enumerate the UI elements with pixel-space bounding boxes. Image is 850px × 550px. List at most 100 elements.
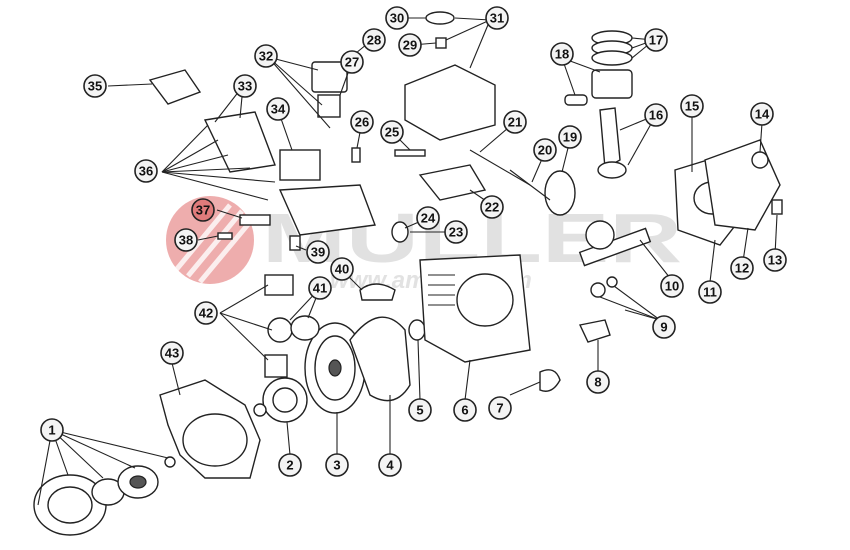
governor-part	[418, 164, 487, 201]
gear-part	[751, 151, 769, 169]
callout-37: 37	[191, 198, 215, 222]
svg-text:18: 18	[555, 47, 569, 62]
svg-text:21: 21	[508, 115, 522, 130]
callout-7: 7	[488, 396, 512, 420]
recoil-starter-part	[33, 456, 176, 536]
camshaft-part	[469, 149, 551, 201]
svg-text:22: 22	[485, 200, 499, 215]
callout-32: 32	[254, 44, 278, 68]
shroud-part	[349, 316, 411, 402]
callout-33: 33	[233, 74, 257, 98]
callout-29: 29	[398, 33, 422, 57]
callout-13: 13	[763, 248, 787, 272]
callout-25: 25	[380, 120, 404, 144]
callout-42: 42	[194, 301, 218, 325]
callout-18: 18	[550, 42, 574, 66]
callout-28: 28	[362, 28, 386, 52]
svg-text:15: 15	[685, 99, 699, 114]
callout-4: 4	[378, 453, 402, 477]
svg-text:2: 2	[286, 458, 293, 473]
valve-springs-part	[279, 149, 321, 181]
svg-text:3: 3	[333, 458, 340, 473]
svg-text:7: 7	[496, 401, 503, 416]
piston-part	[564, 69, 633, 106]
stud-part	[351, 147, 426, 163]
svg-text:37: 37	[196, 203, 210, 218]
rocker-arms-part	[203, 111, 276, 173]
carburetor-part	[311, 61, 348, 118]
spark-plug-part	[289, 235, 301, 251]
valve-cover-part	[148, 69, 202, 105]
svg-text:33: 33	[238, 79, 252, 94]
callout-17: 17	[644, 28, 668, 52]
callout-27: 27	[340, 50, 364, 74]
svg-text:28: 28	[367, 33, 381, 48]
svg-text:11: 11	[703, 285, 717, 300]
svg-text:42: 42	[199, 306, 213, 321]
callout-43: 43	[160, 341, 184, 365]
piston-rings-part	[591, 30, 633, 66]
callout-24: 24	[416, 206, 440, 230]
ignition-coil-part	[539, 369, 561, 392]
svg-text:27: 27	[345, 55, 359, 70]
svg-text:17: 17	[649, 33, 663, 48]
svg-text:29: 29	[403, 38, 417, 53]
callout-11: 11	[698, 280, 722, 304]
callout-31: 31	[485, 6, 509, 30]
starter-cup-part	[253, 377, 308, 423]
callout-14: 14	[750, 102, 774, 126]
switch-part	[578, 319, 611, 343]
connecting-rod-part	[597, 107, 627, 179]
svg-text:8: 8	[594, 375, 601, 390]
svg-text:10: 10	[665, 279, 679, 294]
svg-text:38: 38	[179, 233, 193, 248]
watermark-logo	[166, 196, 254, 284]
callout-34: 34	[266, 97, 290, 121]
crankcase-part	[419, 254, 531, 363]
callout-23: 23	[444, 220, 468, 244]
fuel-tank-part	[404, 11, 496, 141]
svg-text:26: 26	[355, 115, 369, 130]
callout-6: 6	[453, 398, 477, 422]
svg-text:31: 31	[490, 11, 504, 26]
svg-text:4: 4	[386, 458, 394, 473]
crank-cover-part	[704, 139, 781, 231]
svg-text:25: 25	[385, 125, 399, 140]
svg-text:40: 40	[335, 262, 349, 277]
svg-text:14: 14	[755, 107, 770, 122]
callout-2: 2	[278, 453, 302, 477]
svg-text:16: 16	[649, 108, 663, 123]
svg-text:43: 43	[165, 346, 179, 361]
svg-text:13: 13	[768, 253, 782, 268]
svg-text:41: 41	[313, 281, 327, 296]
callout-16: 16	[644, 103, 668, 127]
callout-39: 39	[306, 240, 330, 264]
air-filter-part	[264, 274, 320, 378]
callout-8: 8	[586, 370, 610, 394]
small-plug-part	[771, 199, 783, 215]
callout-5: 5	[408, 398, 432, 422]
svg-text:30: 30	[390, 11, 404, 26]
svg-text:1: 1	[48, 423, 55, 438]
callout-9: 9	[652, 315, 676, 339]
callout-22: 22	[480, 195, 504, 219]
callout-19: 19	[558, 125, 582, 149]
callout-36: 36	[134, 159, 158, 183]
svg-text:12: 12	[735, 261, 749, 276]
washer-part	[391, 221, 409, 243]
callout-40: 40	[330, 257, 354, 281]
svg-text:24: 24	[421, 211, 436, 226]
callout-20: 20	[533, 138, 557, 162]
crankshaft-part	[578, 220, 652, 267]
intake-pipe-part	[359, 283, 396, 301]
svg-text:6: 6	[461, 403, 468, 418]
callout-3: 3	[325, 453, 349, 477]
callout-26: 26	[350, 110, 374, 134]
svg-text:23: 23	[449, 225, 463, 240]
callout-21: 21	[503, 110, 527, 134]
svg-text:32: 32	[259, 49, 273, 64]
callout-41: 41	[308, 276, 332, 300]
callout-35: 35	[83, 74, 107, 98]
callout-38: 38	[174, 228, 198, 252]
